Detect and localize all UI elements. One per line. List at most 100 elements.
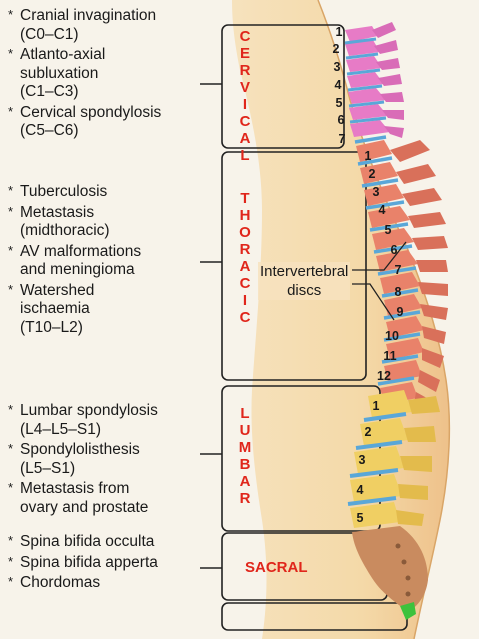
cervical-vertebra-number: 4	[335, 78, 342, 92]
lumbar-label-letter: R	[236, 490, 254, 507]
asterisk-icon: *	[8, 401, 13, 420]
lumbar-vertebra-number: 1	[373, 399, 380, 413]
thoracic-vertebra-number: 7	[395, 263, 402, 277]
leader-lines	[200, 84, 222, 568]
thoracic-label-letter: C	[236, 275, 254, 292]
cervical-condition-line: (C5–C6)	[20, 122, 161, 141]
thoracic-condition-line: Tuberculosis	[20, 183, 141, 202]
lumbar-label-letter: L	[236, 405, 254, 422]
thoracic-vertebra-number: 4	[379, 203, 386, 217]
callout-line2: discs	[260, 281, 348, 300]
lumbar-label-letter: U	[236, 422, 254, 439]
asterisk-icon: *	[8, 440, 13, 459]
cervical-condition-line: Atlanto-axial	[20, 46, 161, 65]
cervical-label-letter: E	[236, 45, 254, 62]
lumbar-label-letter: B	[236, 456, 254, 473]
asterisk-icon: *	[8, 45, 13, 64]
thoracic-condition-line: AV malformations	[20, 243, 141, 262]
region-label-sacral: SACRAL	[245, 559, 308, 576]
thoracic-vertebra-number: 5	[385, 223, 392, 237]
asterisk-icon: *	[8, 103, 13, 122]
lumbar-vertebra-number: 2	[365, 425, 372, 439]
lumbar-condition-item: * Lumbar spondylosis(L4–L5–S1)	[8, 402, 158, 439]
cervical-condition-item: *Cranial invagination(C0–C1)	[8, 7, 161, 44]
lumbar-condition-line: ovary and prostate	[20, 499, 158, 518]
thoracic-condition-line: and meningioma	[20, 261, 141, 280]
sacral-condition-line: Spina bifida occulta	[20, 533, 158, 552]
lumbar-vertebra-number: 4	[357, 483, 364, 497]
cervical-condition-line: subluxation	[20, 65, 161, 84]
asterisk-icon: *	[8, 203, 13, 222]
thoracic-condition-line: (T10–L2)	[20, 319, 141, 338]
cervical-condition-item: * Cervical spondylosis(C5–C6)	[8, 104, 161, 141]
cervical-conditions: *Cranial invagination(C0–C1)*Atlanto-axi…	[8, 7, 161, 143]
cervical-vertebra-number: 5	[336, 96, 343, 110]
lumbar-condition-line: Lumbar spondylosis	[20, 402, 158, 421]
thoracic-vertebra-number: 3	[373, 185, 380, 199]
cervical-label-letter: V	[236, 79, 254, 96]
lumbar-label-letter: A	[236, 473, 254, 490]
lumbar-condition-line: Spondylolisthesis	[20, 441, 158, 460]
lumbar-vertebra-number: 5	[357, 511, 364, 525]
sacral-conditions: * Spina bifida occulta * Spina bifida apper…	[8, 533, 158, 595]
thoracic-vertebra-number: 11	[383, 349, 396, 363]
thoracic-condition-line: ischaemia	[20, 300, 141, 319]
lumbar-condition-item: * Spondylolisthesis(L5–S1)	[8, 441, 158, 478]
cervical-label-letter: I	[236, 96, 254, 113]
cervical-label-letter: A	[236, 130, 254, 147]
lumbar-condition-line: (L4–L5–S1)	[20, 421, 158, 440]
asterisk-icon: *	[8, 553, 13, 572]
lumbar-condition-line: (L5–S1)	[20, 460, 158, 479]
cervical-vertebra-number: 7	[339, 132, 346, 146]
thoracic-label-letter: T	[236, 190, 254, 207]
thoracic-condition-line: Watershed	[20, 282, 141, 301]
sacral-condition-line: Spina bifida apperta	[20, 554, 158, 573]
thoracic-condition-line: (midthoracic)	[20, 222, 141, 241]
thoracic-vertebra-number: 1	[365, 149, 372, 163]
thoracic-vertebra-number: 9	[397, 305, 404, 319]
lumbar-label-letter: M	[236, 439, 254, 456]
cervical-condition-line: Cervical spondylosis	[20, 104, 161, 123]
thoracic-vertebra-number: 12	[377, 369, 391, 383]
sacral-condition-item: * Chordomas	[8, 574, 158, 593]
cervical-condition-line: Cranial invagination	[20, 7, 161, 26]
cervical-label-letter: R	[236, 62, 254, 79]
sacral-condition-line: Chordomas	[20, 574, 158, 593]
asterisk-icon: *	[8, 182, 13, 201]
thoracic-condition-item: * Tuberculosis	[8, 183, 141, 202]
asterisk-icon: *	[8, 532, 13, 551]
cervical-condition-line: (C0–C1)	[20, 26, 161, 45]
thoracic-condition-line: Metastasis	[20, 204, 141, 223]
thoracic-label-letter: O	[236, 224, 254, 241]
cervical-label-letter: L	[236, 147, 254, 164]
cervical-vertebra-number: 3	[334, 60, 341, 74]
thoracic-label-letter: R	[236, 241, 254, 258]
spine-column	[340, 20, 450, 620]
thoracic-conditions: *Tuberculosis*Metastasis(midthoracic)*AV…	[8, 183, 141, 339]
cervical-label-letter: C	[236, 113, 254, 130]
cervical-label-letter: C	[236, 28, 254, 45]
lumbar-condition-item: * Metastasis fromovary and prostate	[8, 480, 158, 517]
lumbar-vertebra-number: 3	[359, 453, 366, 467]
thoracic-label-letter: A	[236, 258, 254, 275]
thoracic-label-letter: H	[236, 207, 254, 224]
intervertebral-discs-label: Intervertebral discs	[258, 262, 350, 300]
region-label-lumbar: LUMBAR	[236, 405, 254, 507]
callout-line1: Intervertebral	[260, 262, 348, 281]
sacral-condition-item: * Spina bifida apperta	[8, 554, 158, 573]
asterisk-icon: *	[8, 479, 13, 498]
asterisk-icon: *	[8, 573, 13, 592]
lumbar-conditions: * Lumbar spondylosis(L4–L5–S1) * Spondyloli…	[8, 402, 158, 519]
thoracic-vertebra-number: 2	[369, 167, 376, 181]
region-label-thoracic: THORACIC	[236, 190, 254, 326]
lumbar-condition-line: Metastasis from	[20, 480, 158, 499]
thoracic-label-letter: I	[236, 292, 254, 309]
cervical-vertebra-number: 1	[336, 25, 343, 39]
asterisk-icon: *	[8, 281, 13, 300]
cervical-vertebra-number: 6	[338, 113, 345, 127]
thoracic-label-letter: C	[236, 309, 254, 326]
